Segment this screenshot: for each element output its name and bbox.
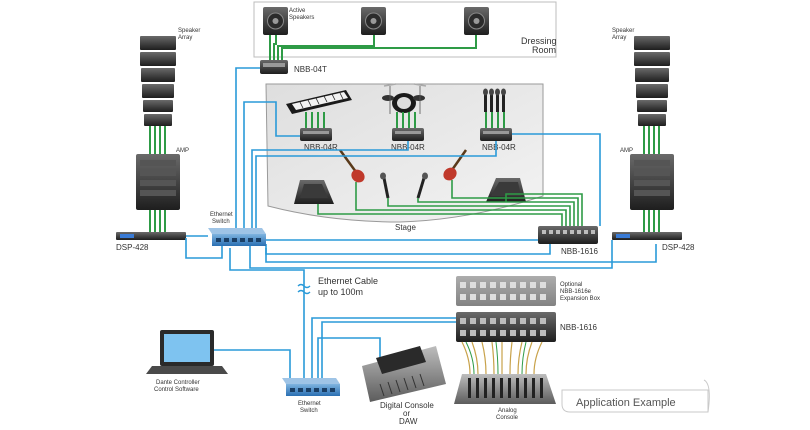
microphone-icon <box>416 172 428 199</box>
guitar-icon <box>338 149 365 183</box>
optional-expansion-label-3: Expansion Box <box>560 296 600 302</box>
speaker-cabinet-icon <box>464 7 489 35</box>
stage-area <box>265 83 544 223</box>
analog-mixer-icon <box>454 374 556 404</box>
nbb-1616-device <box>456 312 556 342</box>
dante-controller-label-2: Control Software <box>154 387 199 393</box>
dressing-room-label-2: Room <box>532 45 556 55</box>
speaker-cabinet-icon <box>263 7 288 35</box>
stage-to-nbb1616-wires <box>317 180 583 226</box>
ethernet-switch-icon <box>282 378 340 396</box>
dressing-room-label: Dressing <box>521 36 557 46</box>
right-amp-wires <box>643 210 660 232</box>
ethernet-switch-bottom-label-2: Switch <box>300 408 318 414</box>
ethernet-switch-top-label-2: Switch <box>212 219 230 225</box>
digital-mixer-icon <box>362 346 446 402</box>
amp-right-label: AMP <box>620 148 633 154</box>
ethernet-switch-top-label: Ethernet <box>210 212 233 218</box>
dsp-unit-icon <box>612 232 682 240</box>
nbb-1616e-expansion-device <box>456 276 556 306</box>
right-speaker-wires <box>643 126 660 154</box>
amp-left-label: AMP <box>176 148 189 154</box>
nbb-04r-device <box>300 128 332 141</box>
ethernet-cables <box>185 67 657 384</box>
nbb-04r-label-1: NBB-04R <box>304 143 338 152</box>
line-array-icon <box>634 36 670 126</box>
ethernet-switch-bottom-label: Ethernet <box>298 401 321 407</box>
optional-expansion-label: Optional <box>560 282 582 288</box>
dressing-room-audio-wires <box>269 35 477 60</box>
nbb-1616-bottom-label: NBB-1616 <box>560 323 597 332</box>
active-speakers-label-2: Speakers <box>289 15 314 21</box>
cable-break-symbol <box>297 283 311 295</box>
amp-rack-icon <box>136 154 180 210</box>
ethernet-cable-label-2: up to 100m <box>318 287 363 297</box>
nbb-1616-top-label: NBB-1616 <box>561 247 598 256</box>
digital-console-label: Digital Console <box>380 401 434 410</box>
nbb-04t-label: NBB-04T <box>294 65 327 74</box>
laptop-icon <box>146 330 228 374</box>
nbb-1616-device <box>538 226 598 244</box>
nbb-04r-label-3: NBB-04R <box>482 143 516 152</box>
left-speaker-wires <box>149 126 166 154</box>
microphone-icon <box>380 172 390 199</box>
nbb-04r-device <box>480 128 512 141</box>
dsp-left-label: DSP-428 <box>116 243 149 252</box>
ethernet-cable-label: Ethernet Cable <box>318 276 378 286</box>
speaker-array-left-label: Speaker <box>178 28 200 34</box>
keyboard-icon <box>286 90 352 114</box>
stage-monitor-icon <box>486 178 526 202</box>
analog-console-wires <box>461 341 543 375</box>
optional-expansion-label-2: NBB-1616e <box>560 289 592 295</box>
active-speakers-label: Active <box>289 8 306 14</box>
nbb-04r-device <box>392 128 424 141</box>
dante-controller-label: Dante Controller <box>156 380 200 386</box>
ethernet-switch-icon <box>208 228 266 246</box>
digital-console-label-3: DAW <box>399 417 418 426</box>
speaker-cabinet-icon <box>361 7 386 35</box>
stage-audio-wires <box>305 112 505 128</box>
analog-console-label-2: Console <box>496 415 519 421</box>
microphone-icon <box>483 88 506 112</box>
line-array-icon <box>140 36 176 126</box>
application-example-tag <box>561 379 710 413</box>
speaker-array-right-label-2: Array <box>612 35 626 41</box>
nbb-04t-device <box>260 60 288 74</box>
digital-console-label-2: or <box>403 409 410 418</box>
application-example-label: Application Example <box>576 397 676 409</box>
dsp-unit-icon <box>116 232 186 240</box>
guitar-icon <box>443 149 468 181</box>
dsp-right-label: DSP-428 <box>662 243 695 252</box>
speaker-array-right-label: Speaker <box>612 28 634 34</box>
analog-console-wires-green <box>465 341 527 375</box>
speaker-array-left-label-2: Array <box>178 35 192 41</box>
drum-kit-icon <box>382 83 427 114</box>
amp-rack-icon <box>630 154 674 210</box>
left-amp-wires <box>149 210 166 232</box>
stage-monitor-icon <box>294 180 334 204</box>
stage-label: Stage <box>395 223 416 232</box>
analog-console-label: Analog <box>498 408 517 414</box>
